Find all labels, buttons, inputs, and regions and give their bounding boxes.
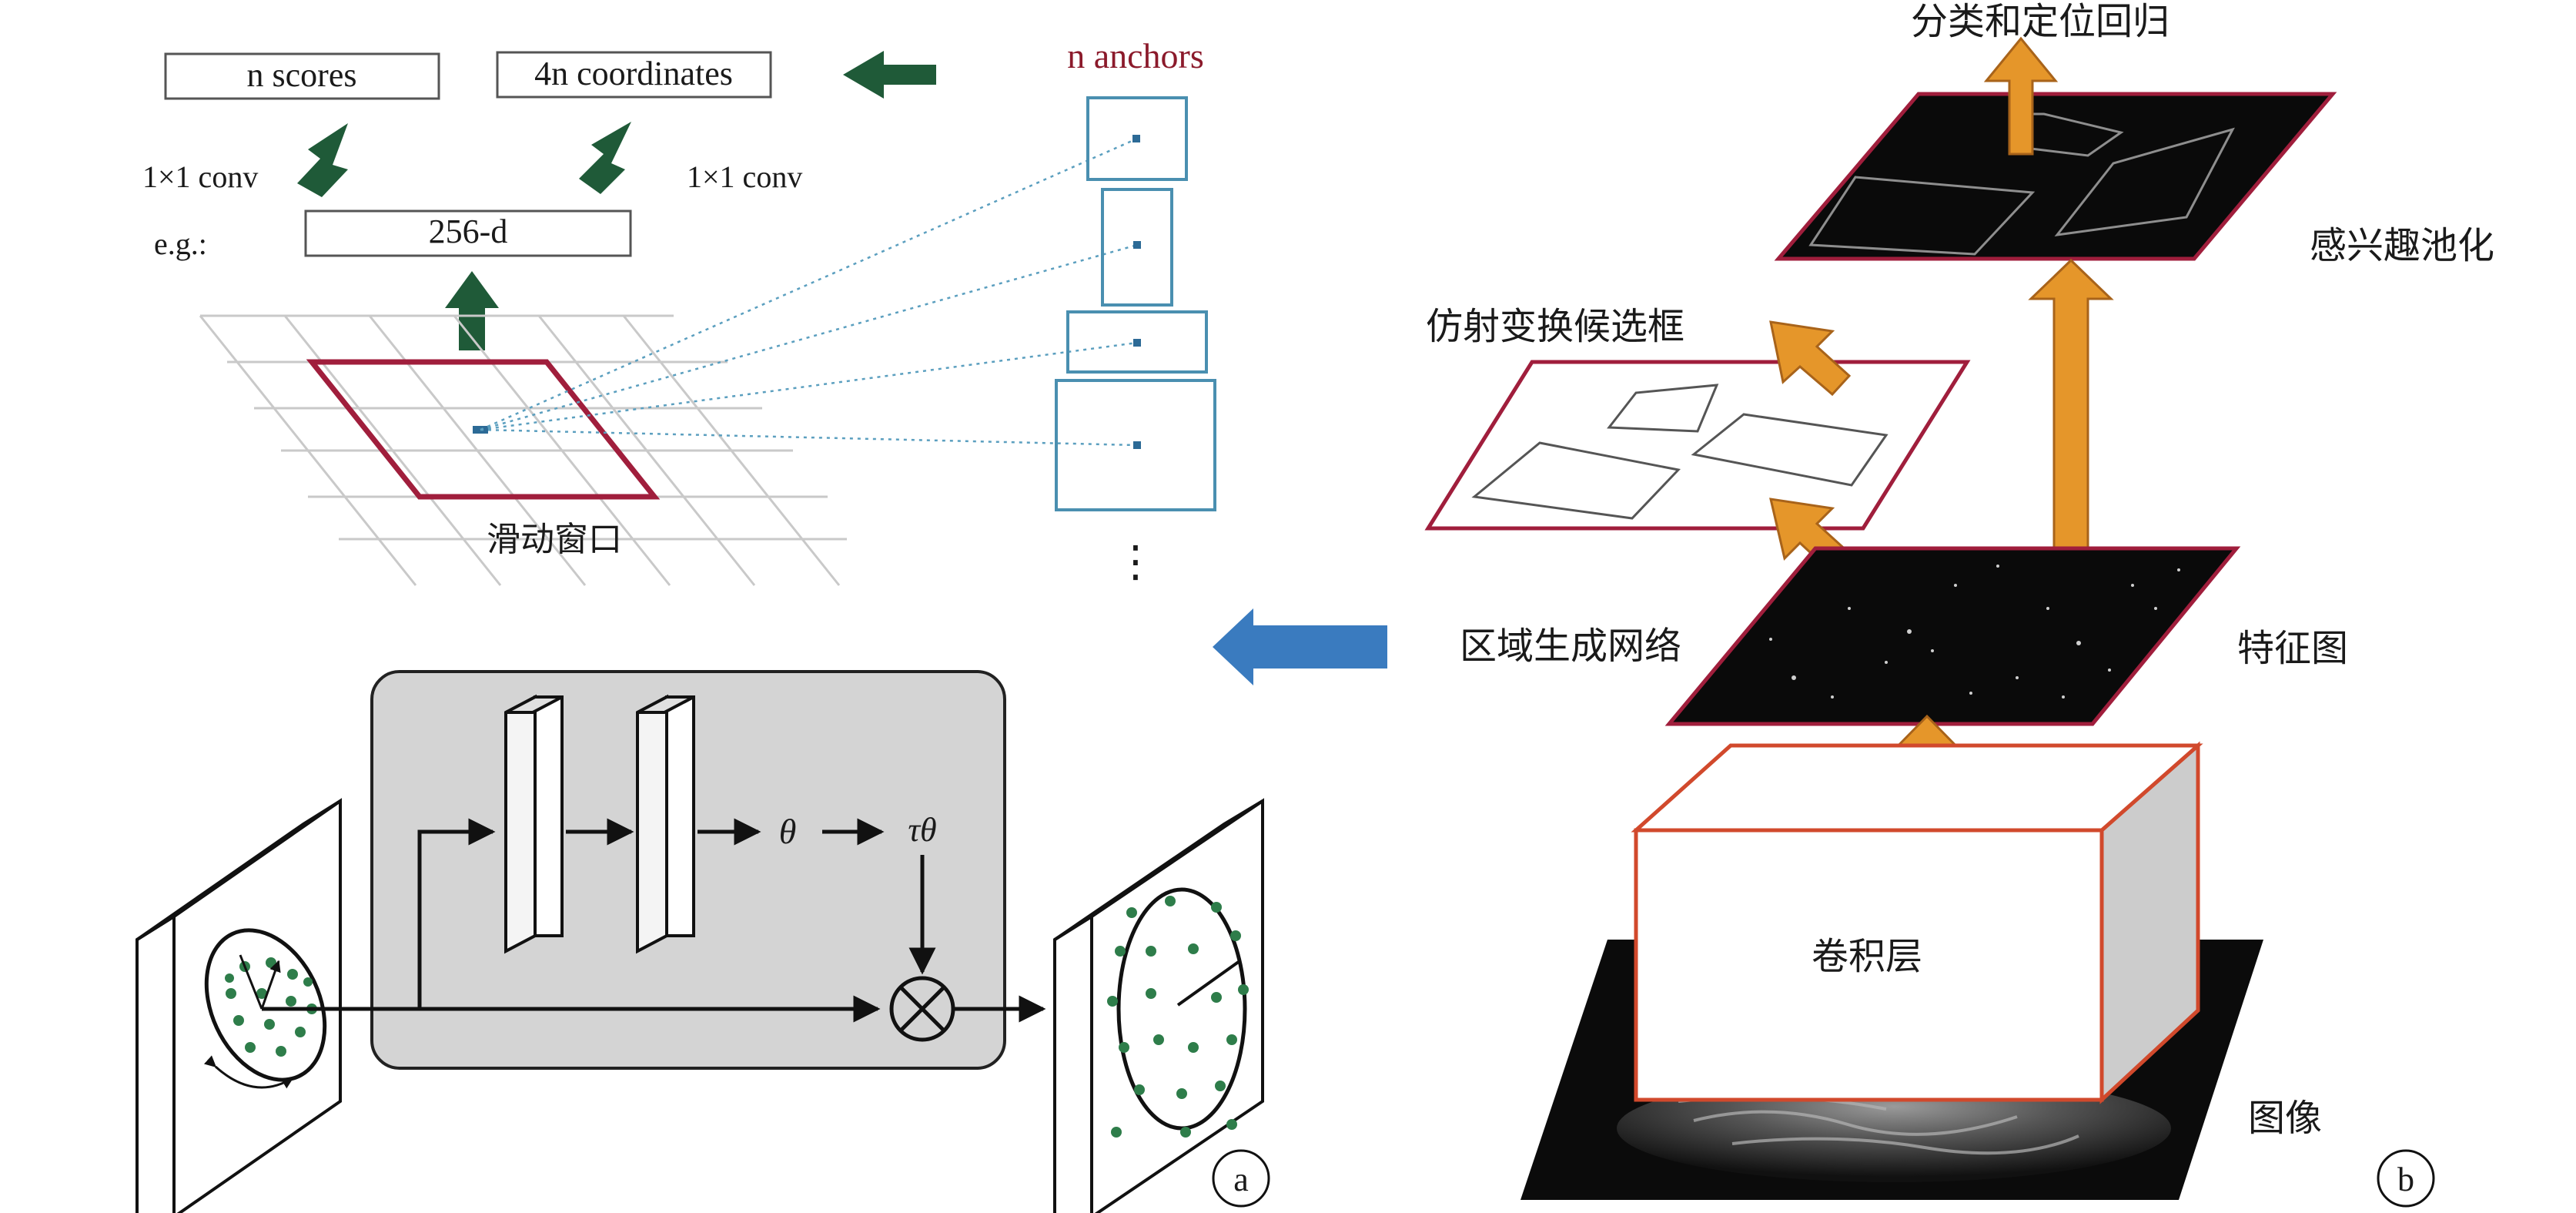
anchor-connector-lines (480, 137, 1138, 447)
coordinates-box (496, 51, 772, 99)
anchor-box-1 (1086, 96, 1188, 181)
affine-proposal-plane (1424, 360, 1971, 531)
anchors-ellipsis: ⋮ (1114, 537, 1157, 587)
output-ellipse (1116, 887, 1247, 1131)
panel-a-rpn: n scores 4n coordinates 1×1 conv 1×1 con… (142, 36, 1216, 587)
scores-label: n scores (247, 56, 357, 94)
anchor-box-2 (1101, 188, 1173, 307)
conv-right-label: 1×1 conv (687, 159, 802, 194)
conv-cube-top (1631, 743, 2203, 833)
scores-box (164, 52, 440, 100)
green-arrow-to-256d (445, 271, 499, 350)
panel-a-letter-circle (1212, 1149, 1270, 1208)
feature-256d-label: 256-d (429, 213, 508, 250)
classification-regression-label: 分类和定位回归 (1911, 0, 2170, 43)
sliding-window-label: 滑动窗口 (487, 520, 622, 559)
sampler-circle (889, 976, 955, 1042)
theta-label: θ (779, 812, 797, 851)
conv-cube-front (1634, 828, 2104, 1102)
roi-pooling-label: 感兴趣池化 (2310, 224, 2494, 267)
anchor-box-3 (1066, 310, 1208, 374)
coordinates-label: 4n coordinates (534, 55, 733, 92)
roi-pooling-plane (1774, 92, 2337, 261)
output-axis (1176, 960, 1241, 1007)
input-ellipse (204, 928, 327, 1082)
green-arrow-from-anchors (843, 51, 936, 99)
conv-left-label: 1×1 conv (142, 159, 258, 194)
eg-label: e.g.: (154, 226, 207, 261)
feature-map-noise (1769, 565, 2180, 699)
anchor-boxes (1055, 96, 1216, 511)
orange-arrow-top (1983, 36, 2059, 156)
anchors-label: n anchors (1067, 36, 1204, 75)
anchor-centers (1132, 135, 1141, 449)
anchor-box-4 (1055, 379, 1216, 511)
affine-proposal-boxes (1471, 384, 1889, 520)
green-arrow-to-scores (297, 123, 348, 197)
localization-block-1 (504, 694, 564, 954)
green-arrow-to-coordinates (579, 122, 631, 194)
panel-a-stn: θ τθ a (135, 670, 1270, 1213)
rpn-label: 区域生成网络 (1460, 625, 1681, 668)
input-axis-arrows (239, 955, 279, 1010)
panel-b-letter: b (2397, 1161, 2414, 1198)
rotation-arrow (203, 1055, 294, 1089)
tau-label: τθ (908, 811, 936, 849)
affine-proposals-label: 仿射变换候选框 (1426, 305, 1684, 348)
panel-b: 分类和定位回归 感兴趣池化 仿射变换候选框 (1424, 0, 2494, 1208)
image-label: 图像 (2248, 1097, 2322, 1140)
sampler-cross (899, 986, 945, 1032)
feature-256d-box (304, 209, 632, 257)
panel-a-letter: a (1233, 1161, 1249, 1198)
feature-map-plane (1664, 546, 2241, 726)
output-points (1107, 896, 1249, 1138)
feature-map-label: 特征图 (2237, 627, 2348, 670)
orange-arrow-affine-to-roi (1769, 320, 1852, 397)
sliding-window (306, 359, 661, 500)
input-feature-panel (135, 798, 342, 1213)
conv-layers-label: 卷积层 (1812, 935, 1922, 978)
blue-arrow-to-panel-a (1213, 608, 1387, 685)
localization-block-2 (636, 694, 695, 954)
panel-b-letter-circle (2377, 1149, 2435, 1208)
